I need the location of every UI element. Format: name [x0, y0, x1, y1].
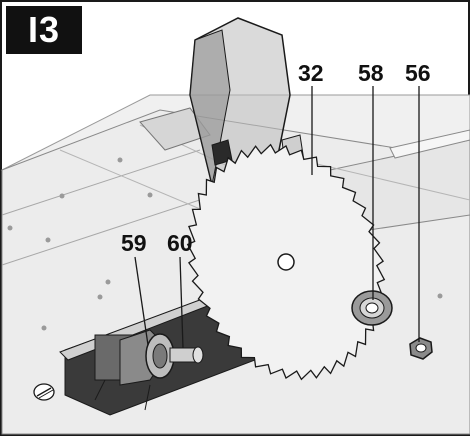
callout-flange-washer: 58 — [358, 60, 384, 86]
screw-holes — [7, 157, 443, 331]
callout-inner-flange: 59 — [121, 230, 147, 256]
figure-badge: I3 — [6, 6, 82, 54]
flange-washer — [351, 290, 393, 326]
callout-spindle: 60 — [167, 230, 193, 256]
leader-lines — [134, 86, 420, 349]
arbor-mechanism — [94, 329, 204, 411]
arbor-nut — [409, 337, 433, 360]
callout-nut: 56 — [405, 60, 431, 86]
blade-arbor-hole — [277, 253, 295, 271]
table-screw — [33, 383, 55, 401]
right-rail-top — [389, 129, 470, 159]
saw-blade — [186, 143, 386, 381]
table-seam — [1, 189, 231, 266]
table-seam — [1, 149, 201, 216]
callout-saw-blade: 32 — [298, 60, 324, 86]
blade-guard-front — [189, 29, 231, 186]
